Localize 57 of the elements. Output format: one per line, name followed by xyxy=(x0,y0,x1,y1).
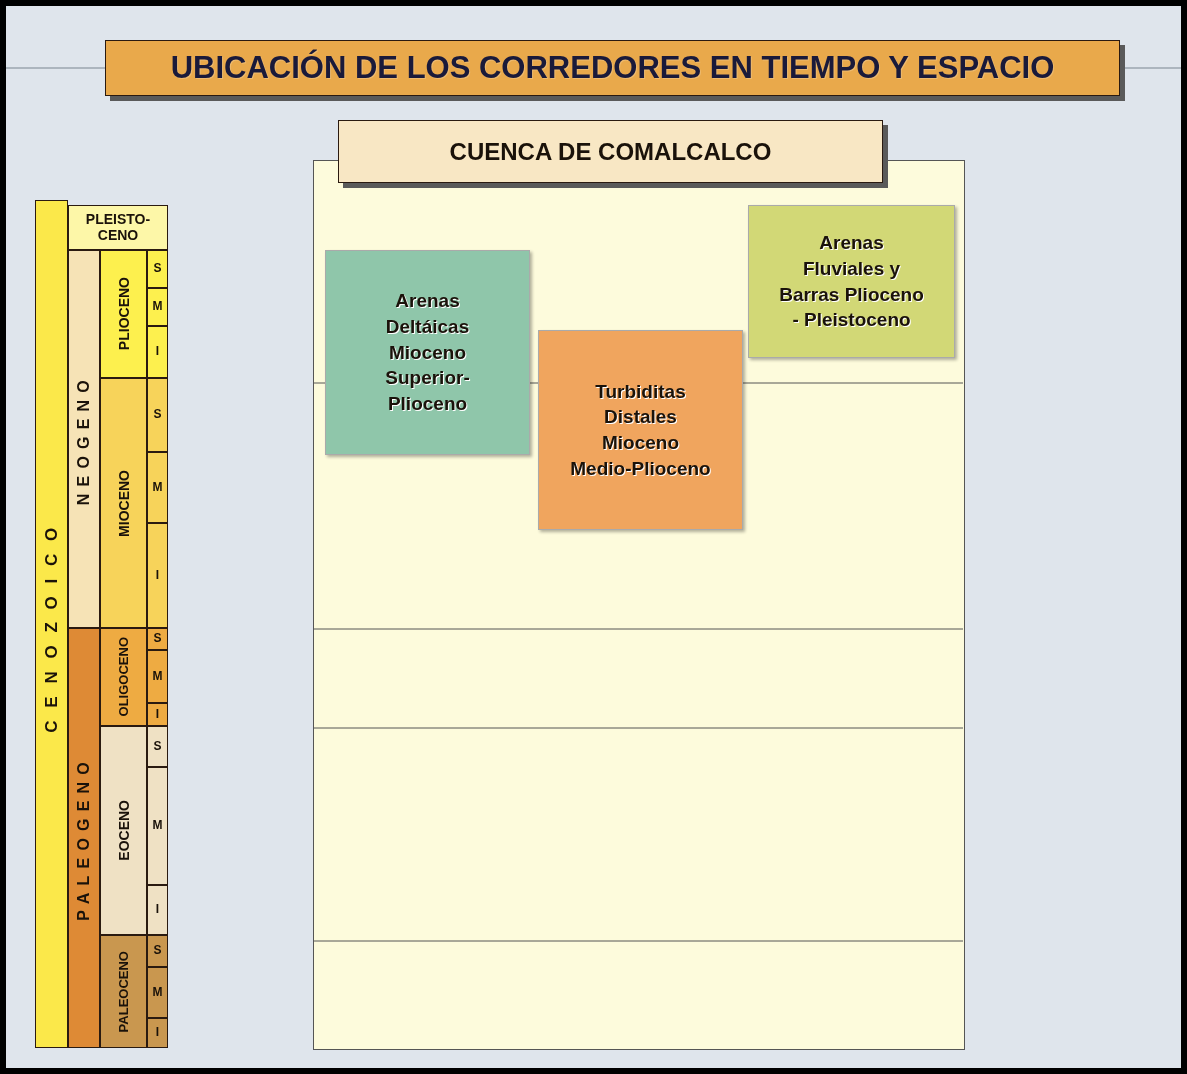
epoch-cell xyxy=(100,726,147,935)
epoch-cell xyxy=(100,628,147,726)
subdivision-cell xyxy=(147,703,168,726)
chrono-label: MIOCENO xyxy=(115,469,132,537)
subdivision-cell xyxy=(147,767,168,885)
subdivision-cell xyxy=(147,326,168,378)
corridor-box xyxy=(325,250,530,455)
epoch-cell xyxy=(100,250,147,378)
chrono-label: EOCENO xyxy=(115,800,132,861)
chrono-label: M xyxy=(151,985,164,1000)
chrono-label: S xyxy=(152,944,163,958)
corridor-label: Arenas Deltáicas Mioceno Superior-Plioceno xyxy=(384,289,471,416)
chrono-label: S xyxy=(152,262,163,276)
subdivision-cell xyxy=(147,628,168,650)
chrono-label: PALEOCENO xyxy=(116,950,131,1033)
era-column xyxy=(35,200,68,1048)
subdivision-cell xyxy=(147,523,168,628)
subdivision-cell xyxy=(147,378,168,452)
subdivision-cell xyxy=(147,288,168,326)
subdivision-cell xyxy=(147,650,168,703)
subdivision-cell xyxy=(147,935,168,967)
chrono-label: M xyxy=(151,819,164,833)
corridor-box xyxy=(538,330,743,530)
chrono-label: CENOZOICO xyxy=(41,515,62,733)
epoch-cell xyxy=(100,935,147,1048)
chrono-label: M xyxy=(151,300,164,314)
corridor-label: Arenas Fluviales y Barras Plioceno - Pleistoceno xyxy=(779,231,924,333)
chrono-label: I xyxy=(154,568,161,583)
chrono-label: I xyxy=(154,1026,161,1040)
corridor-label: Turbiditas Distales Mioceno Medio-Plioceno xyxy=(569,379,712,481)
basin-panel xyxy=(313,160,965,1050)
subdivision-cell xyxy=(147,726,168,767)
chrono-label: S xyxy=(152,739,163,754)
subdivision-cell xyxy=(147,452,168,523)
chrono-label: NEOGENO xyxy=(75,372,93,506)
epoch-cell xyxy=(100,378,147,628)
chrono-label: M xyxy=(151,480,164,495)
basin-name: CUENCA DE COMALCALCO xyxy=(449,137,772,166)
chrono-label: I xyxy=(154,903,161,917)
chrono-label: M xyxy=(151,669,164,684)
chrono-label: PLIOCENO xyxy=(115,277,132,351)
chrono-label: PALEOGENO xyxy=(75,755,93,921)
title: UBICACIÓN DE LOS CORREDORES EN TIEMPO Y ESPACIO xyxy=(170,50,1055,86)
subdivision-cell xyxy=(68,205,168,250)
subdivision-cell xyxy=(147,885,168,935)
subdivision-cell xyxy=(147,1018,168,1048)
period-column xyxy=(68,250,100,628)
subdivision-cell xyxy=(147,250,168,288)
chrono-label: PLEISTO- CENO xyxy=(84,212,152,243)
period-column xyxy=(68,628,100,1048)
chrono-label: I xyxy=(154,707,161,722)
corridor-box xyxy=(748,205,955,358)
chrono-label: OLIGOCENO xyxy=(116,637,131,717)
chrono-label: S xyxy=(152,632,163,646)
chrono-label: I xyxy=(154,345,161,359)
subdivision-cell xyxy=(147,967,168,1018)
chrono-label: S xyxy=(152,408,163,422)
